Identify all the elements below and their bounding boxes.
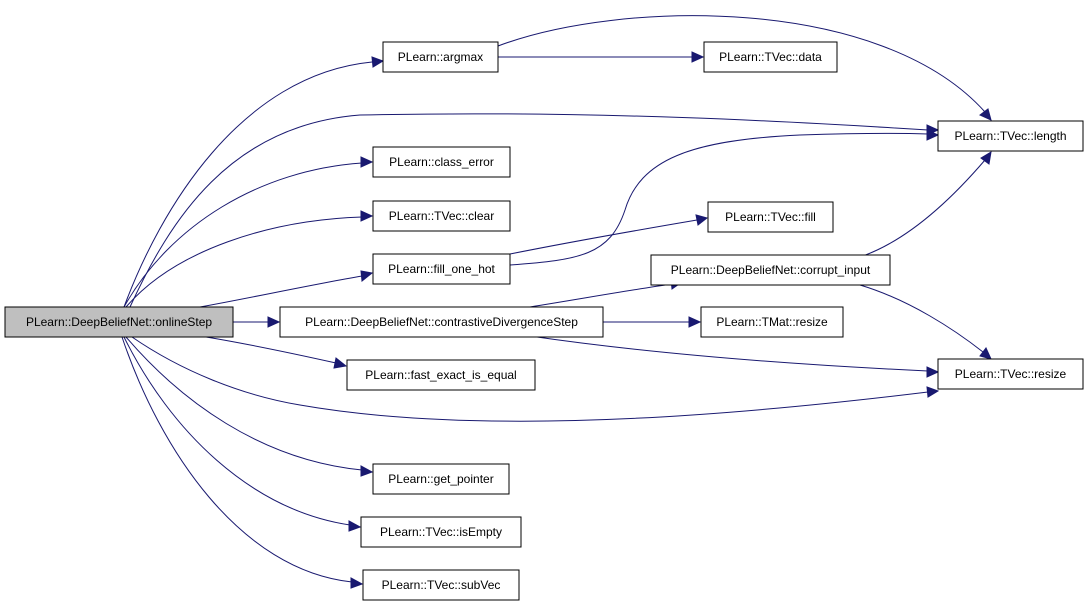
node-class-error[interactable]: PLearn::class_error <box>372 146 511 178</box>
edge-arrowhead <box>360 156 374 168</box>
node-fast-exact-is-equal[interactable]: PLearn::fast_exact_is_equal <box>346 359 536 391</box>
node-label: PLearn::fast_exact_is_equal <box>365 368 516 382</box>
edge-cdstep-corruptinput <box>529 283 673 308</box>
edge-arrowhead <box>980 151 992 165</box>
call-nodes: PLearn::DeepBeliefNet::onlineStep PLearn… <box>4 41 1084 601</box>
node-tvec-data[interactable]: PLearn::TVec::data <box>703 41 838 73</box>
edge-corruptinput-length <box>859 159 986 258</box>
edge-onlinestep-argmax <box>123 61 373 308</box>
edge-onlinestep-fastexact <box>199 335 337 364</box>
edge-arrowhead <box>360 465 374 477</box>
node-tvec-length[interactable]: PLearn::TVec::length <box>937 120 1084 152</box>
node-corrupt-input[interactable]: PLearn::DeepBeliefNet::corrupt_input <box>650 254 891 286</box>
node-tvec-subvec[interactable]: PLearn::TVec::subVec <box>362 569 520 601</box>
edge-arrowhead <box>926 386 940 398</box>
edge-arrowhead <box>926 366 940 378</box>
node-argmax[interactable]: PLearn::argmax <box>382 41 499 73</box>
node-onlinestep[interactable]: PLearn::DeepBeliefNet::onlineStep <box>4 306 234 338</box>
node-contrastive-divergence-step[interactable]: PLearn::DeepBeliefNet::contrastiveDiverg… <box>279 306 604 338</box>
node-label: PLearn::get_pointer <box>388 472 493 486</box>
node-label: PLearn::argmax <box>398 50 483 64</box>
edge-arrowhead <box>360 210 374 222</box>
edge-arrowhead <box>348 520 362 532</box>
edge-arrowhead <box>926 129 940 141</box>
edge-onlinestep-length <box>129 113 929 308</box>
edge-arrowhead <box>350 577 364 589</box>
node-tvec-resize[interactable]: PLearn::TVec::resize <box>937 358 1084 390</box>
edge-arrowhead <box>691 51 705 63</box>
edge-arrowhead <box>267 316 281 328</box>
edge-onlinestep-getpointer <box>125 336 363 471</box>
edge-onlinestep-classerror <box>123 162 363 308</box>
edge-fillonehot-length <box>509 132 929 266</box>
node-label: PLearn::fill_one_hot <box>388 262 495 276</box>
node-label: PLearn::DeepBeliefNet::corrupt_input <box>671 263 871 277</box>
edge-arrowhead <box>360 270 374 282</box>
node-label: PLearn::TVec::subVec <box>382 578 501 592</box>
node-tmat-resize[interactable]: PLearn::TMat::resize <box>700 306 844 338</box>
edge-cdstep-tvecresize <box>529 335 929 372</box>
edge-fillonehot-fill <box>509 219 698 255</box>
edge-onlinestep-tvecresize <box>131 336 929 422</box>
edge-arrowhead <box>371 56 385 68</box>
edge-corruptinput-tvecresize <box>859 284 984 353</box>
node-tvec-clear[interactable]: PLearn::TVec::clear <box>372 200 511 232</box>
node-label: PLearn::TMat::resize <box>716 315 828 329</box>
node-tvec-isempty[interactable]: PLearn::TVec::isEmpty <box>360 516 522 548</box>
node-label: PLearn::DeepBeliefNet::onlineStep <box>26 315 212 329</box>
edge-arrowhead <box>695 214 709 226</box>
node-label: PLearn::TVec::clear <box>389 209 494 223</box>
node-label: PLearn::TVec::resize <box>955 367 1067 381</box>
edge-onlinestep-fillonehot <box>199 275 363 308</box>
node-label: PLearn::TVec::data <box>719 50 822 64</box>
node-label: PLearn::TVec::length <box>954 129 1066 143</box>
edge-arrowhead <box>688 316 702 328</box>
node-label: PLearn::DeepBeliefNet::contrastiveDiverg… <box>305 315 578 329</box>
call-edges <box>121 15 992 589</box>
edge-arrowhead <box>979 108 992 121</box>
edge-arrowhead <box>333 357 348 369</box>
node-get-pointer[interactable]: PLearn::get_pointer <box>372 463 510 495</box>
edge-arrowhead <box>979 347 992 360</box>
edge-argmax-length <box>497 15 986 113</box>
edge-onlinestep-isempty <box>123 336 351 526</box>
node-label: PLearn::TVec::isEmpty <box>380 525 502 539</box>
node-label: PLearn::class_error <box>389 155 494 169</box>
node-fill-one-hot[interactable]: PLearn::fill_one_hot <box>372 253 511 285</box>
edge-onlinestep-subvec <box>121 336 353 583</box>
node-tvec-fill[interactable]: PLearn::TVec::fill <box>707 201 834 233</box>
edge-onlinestep-clear <box>125 216 363 308</box>
node-label: PLearn::TVec::fill <box>725 210 816 224</box>
